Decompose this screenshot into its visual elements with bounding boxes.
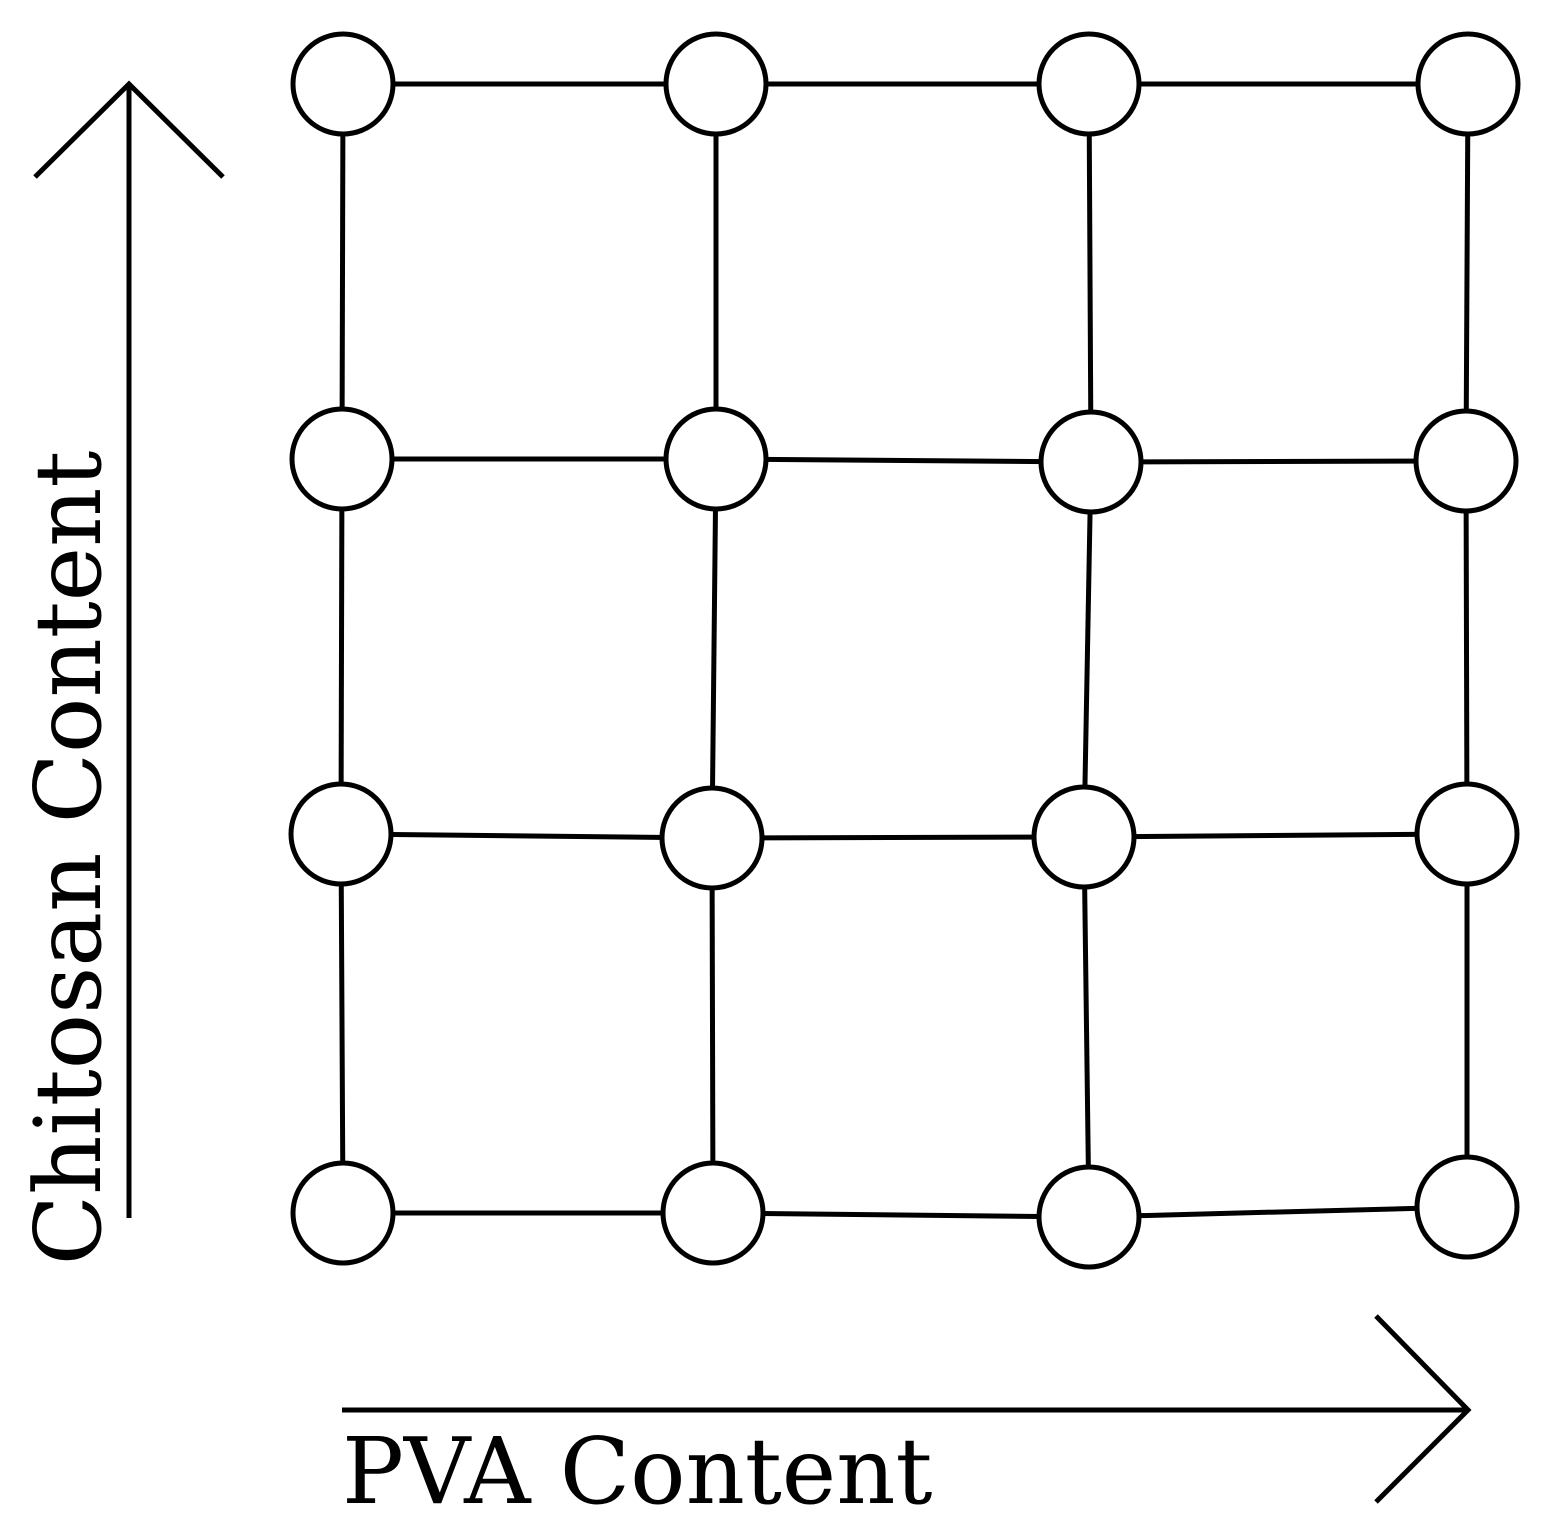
x-axis-arrow [342,1314,1472,1504]
grid-node [1414,781,1520,887]
grid-edge-vertical [1081,836,1092,1218]
grid-edge-horizontal [1083,831,1468,840]
grid-edge-vertical [1081,461,1094,838]
y-axis-arrowhead [33,80,225,179]
grid-node [663,31,769,137]
grid-edge-vertical [338,458,345,835]
grid-node [289,406,395,512]
grid-node [1413,408,1519,514]
grid-nodes [288,31,1521,1270]
grid-edge-horizontal [715,456,1092,465]
grid-node [660,1160,766,1266]
grid-node [1036,1164,1142,1270]
grid-edge-horizontal [1090,458,1467,465]
grid-edge-vertical [1086,83,1094,463]
grid-edge-horizontal [340,831,713,841]
grid-edges [338,81,1471,1220]
grid-node [290,31,396,137]
grid-edge-vertical [1463,83,1471,462]
grid-node [1036,31,1142,137]
grid-node [1414,1154,1520,1260]
grid-node [659,785,765,891]
grid-edge-vertical [1463,460,1470,835]
x-axis-arrowhead [1374,1314,1472,1504]
grid-node [290,1160,396,1266]
grid-node [1038,409,1144,515]
grid-node [1415,31,1521,137]
grid-node [663,406,769,512]
grid-edge-vertical [709,837,716,1214]
grid-edge-vertical [709,458,719,839]
y-axis-label: Chitosan Content [15,451,122,1266]
grid-edge-horizontal [1088,1204,1468,1220]
grid-edge-horizontal [711,834,1085,841]
grid-node [1031,784,1137,890]
x-axis-label: PVA Content [342,1418,932,1525]
grid-node [288,781,394,887]
y-axis-arrow [33,80,225,1218]
grid-edge-vertical [339,83,346,460]
grid-edge-horizontal [712,1210,1090,1220]
grid-edge-vertical [338,833,346,1214]
